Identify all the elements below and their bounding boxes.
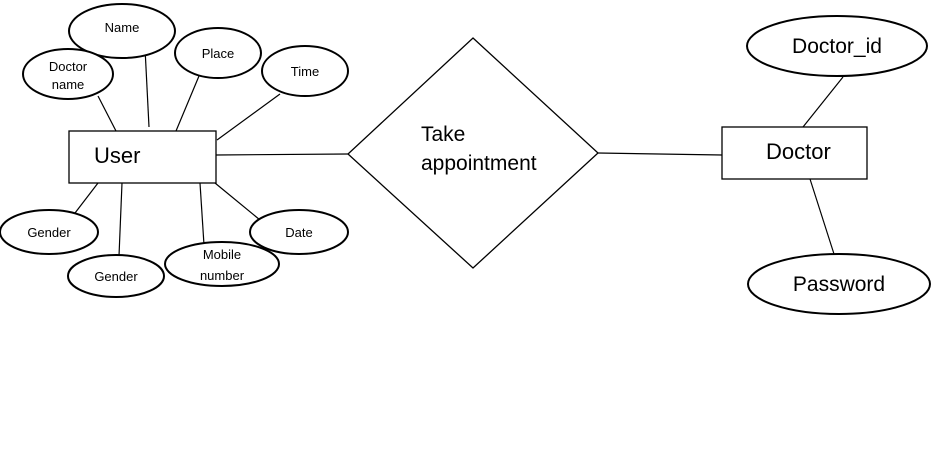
attribute-date-label: Date — [285, 225, 312, 240]
line-mobile-user — [199, 182, 205, 246]
attribute-name-label: Name — [105, 20, 140, 35]
attribute-place: Place — [174, 27, 262, 79]
relationship-take-appointment: Take appointment — [347, 37, 599, 269]
attribute-date: Date — [249, 209, 349, 255]
attribute-mobile-number-label-line1: Mobile — [203, 247, 241, 262]
entity-user-label: User — [94, 143, 140, 168]
attribute-mobile-number-label-line2: number — [200, 268, 245, 283]
line-time-user — [216, 93, 281, 141]
entity-doctor-label: Doctor — [766, 139, 831, 164]
attribute-name: Name — [68, 3, 176, 59]
attribute-gender-bottom-label: Gender — [94, 269, 138, 284]
line-gender-bottom-user — [118, 182, 123, 257]
attribute-doctor-id-label: Doctor_id — [792, 35, 882, 58]
entity-user: User — [68, 130, 217, 184]
attribute-password-label: Password — [793, 273, 885, 296]
attribute-password: Password — [747, 253, 931, 315]
attribute-doctor-id: Doctor_id — [746, 15, 928, 77]
attribute-place-label: Place — [202, 46, 235, 61]
line-user-relationship — [215, 153, 349, 156]
attribute-doctor-name-label-line1: Doctor — [49, 59, 88, 74]
line-doctorname-user — [97, 95, 117, 132]
line-place-user — [175, 75, 200, 132]
attribute-gender-left-label: Gender — [27, 225, 71, 240]
line-name-user — [144, 47, 150, 128]
line-gender-left-user — [74, 182, 99, 214]
attribute-gender-left: Gender — [0, 209, 99, 255]
attribute-time: Time — [261, 45, 349, 97]
attribute-time-label: Time — [291, 64, 319, 79]
line-password-doctor — [809, 178, 835, 255]
relationship-label-line1: Take — [421, 123, 465, 146]
attribute-gender-bottom: Gender — [67, 254, 165, 298]
attribute-doctor-name-label-line2: name — [52, 77, 85, 92]
line-doctorid-doctor — [802, 76, 844, 128]
attribute-doctor-name: Doctor name — [22, 48, 114, 100]
connector-lines — [74, 47, 844, 257]
line-date-user — [214, 182, 261, 221]
line-relationship-doctor — [597, 152, 723, 156]
attribute-mobile-number: Mobile number — [164, 241, 280, 287]
relationship-label-line2: appointment — [421, 152, 537, 175]
entity-doctor: Doctor — [721, 126, 868, 180]
